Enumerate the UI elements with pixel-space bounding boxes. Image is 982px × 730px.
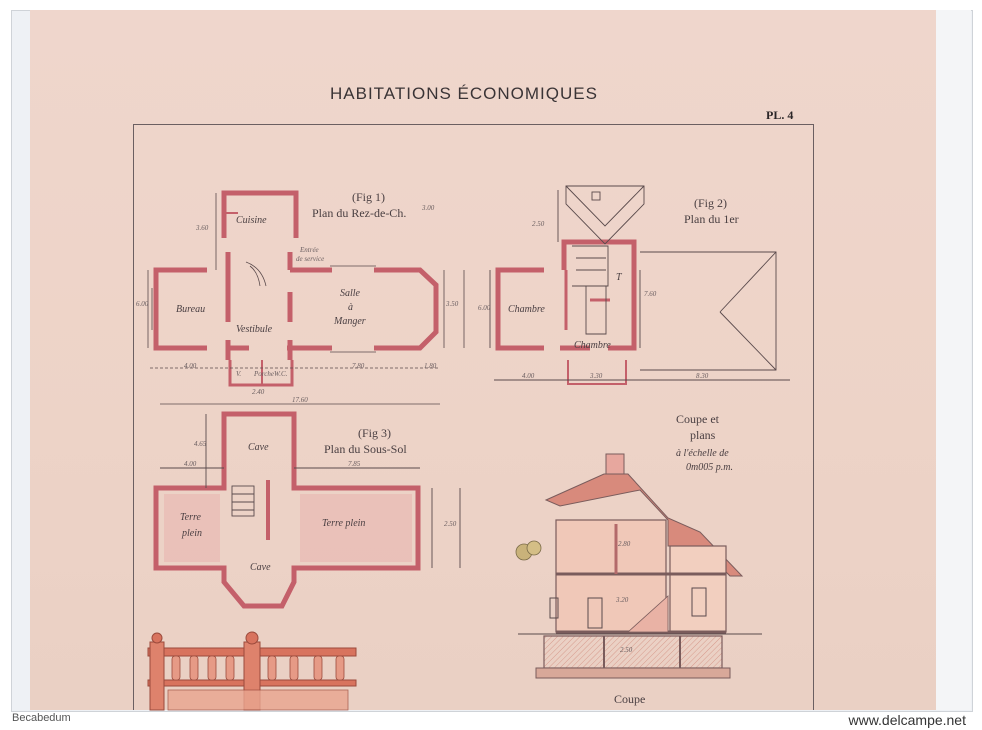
fig3-dim-4: 2.50 — [444, 520, 457, 528]
section-title-line-2: plans — [690, 428, 716, 442]
fig1-dim-8: 2.40 — [252, 388, 265, 396]
fig1-room-salle: Salle — [340, 288, 360, 299]
plate-number: PL. 4 — [766, 108, 794, 122]
drawing-frame — [133, 124, 814, 710]
fig1-room-manger: Manger — [334, 316, 366, 327]
fig1-room-entree: Entrée — [300, 246, 319, 254]
fig1-height-note: 3.00 — [422, 204, 435, 212]
fig1-room-cuisine: Cuisine — [236, 215, 267, 226]
fig1-dim-6: 6.00 — [136, 300, 149, 308]
fig3-title: Plan du Sous-Sol — [324, 442, 407, 456]
fig2-dim-6: 7.60 — [644, 290, 657, 298]
fig2-title: Plan du 1er — [684, 212, 739, 226]
fig1-details — [147, 193, 465, 405]
fig1-plan — [153, 190, 439, 387]
fig2-dim-2: 3.30 — [590, 372, 603, 380]
plate-title: HABITATIONS ÉCONOMIQUES — [330, 84, 598, 103]
fig1-room-vestibule: Vestibule — [236, 324, 273, 335]
fig2-caption: (Fig 2) — [694, 196, 727, 210]
section-drawing — [515, 453, 762, 679]
fig1-title: Plan du Rez-de-Ch. — [312, 206, 407, 220]
fig1-dim-5: 3.60 — [196, 224, 209, 232]
section-dim-1: 2.80 — [618, 540, 631, 548]
balustrade-detail — [147, 631, 357, 711]
footer-site: www.delcampe.net — [848, 712, 966, 728]
fig3-dim-3: 4.65 — [194, 440, 207, 448]
fig1-room-porche: Porche — [254, 370, 274, 378]
fig3-caption: (Fig 3) — [358, 426, 391, 440]
section-scale-line-2: 0m005 p.m. — [686, 462, 733, 473]
fig1-dim-3: 1.80 — [424, 362, 437, 370]
fig1-dim-1: 4.00 — [184, 362, 197, 370]
section-dim-3: 2.50 — [620, 646, 633, 654]
fig1-dim-7: 3.50 — [446, 300, 459, 308]
section-scale-line-1: à l'échelle de — [676, 448, 729, 459]
fig1-caption: (Fig 1) — [352, 190, 385, 204]
fig2-room-chambre-1: Chambre — [508, 304, 545, 315]
footer-seller: Becabedum — [12, 712, 71, 724]
section-title-line-1: Coupe et — [676, 412, 719, 426]
fig3-dim-1: 4.00 — [184, 460, 197, 468]
fig2-room-t: T — [616, 272, 622, 283]
fig1-dim-2: 7.80 — [352, 362, 365, 370]
fig2-dim-3: 8.30 — [696, 372, 709, 380]
fig1-room-wc: W.C. — [274, 370, 288, 378]
fig3-room-cave-2: Cave — [250, 562, 271, 573]
fig1-room-a: à — [348, 302, 353, 313]
fig1-room-bureau: Bureau — [176, 304, 206, 315]
fig2-dim-1: 4.00 — [522, 372, 535, 380]
fig2-dim-4: 2.50 — [532, 220, 545, 228]
fig2-details — [489, 185, 790, 381]
fig1-room-entree-sub: de service — [296, 255, 325, 263]
fig2-room-chambre-2: Chambre — [574, 340, 611, 351]
section-label: Coupe — [614, 692, 646, 706]
fig3-room-terre-2: Terre plein — [322, 518, 366, 529]
fig3-dim-2: 7.85 — [348, 460, 361, 468]
fig3-fill — [164, 494, 412, 562]
fig3-room-terre-1a: Terre — [180, 512, 201, 523]
fig3-room-terre-1b: plein — [182, 528, 202, 539]
fig3-plan — [153, 411, 421, 609]
fig2-plan — [495, 239, 637, 385]
section-dim-2: 3.20 — [616, 596, 629, 604]
sheet-edge — [936, 10, 971, 710]
fig1-dim-4: 17.60 — [292, 396, 308, 404]
fig3-room-cave-1: Cave — [248, 442, 269, 453]
fig2-dim-5: 6.00 — [478, 304, 491, 312]
fig1-room-v: V. — [236, 370, 242, 378]
fig3-details — [160, 414, 461, 568]
plate-sheet — [30, 10, 936, 710]
